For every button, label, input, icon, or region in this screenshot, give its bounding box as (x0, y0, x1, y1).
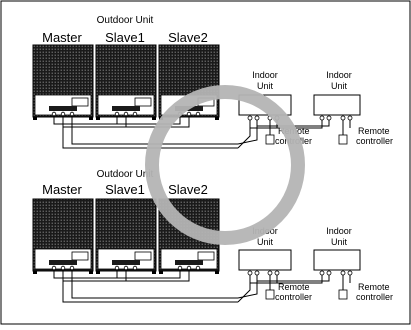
outdoor-unit-title: Outdoor Unit (97, 15, 154, 26)
indoor-label-line1: Indoor (326, 226, 352, 236)
remote-label-line2: controller (356, 136, 393, 146)
indoor-label-line2: Unit (331, 237, 348, 247)
overlay-ring (145, 85, 305, 245)
indoor-label-line2: Unit (257, 237, 274, 247)
remote-label-line1: Remote (358, 126, 390, 136)
outdoor-unit-master (32, 44, 94, 120)
indoor-unit-b: Indoor Unit Remote controller (312, 70, 393, 146)
indoor-label-line2: Unit (257, 81, 274, 91)
indoor-unit-b: Indoor Unit Remote controller (312, 226, 393, 302)
unit-label-slave1: Slave1 (105, 30, 145, 45)
outdoor-unit-slave1 (95, 198, 157, 274)
indoor-label-line1: Indoor (326, 70, 352, 80)
outdoor-unit-master (32, 198, 94, 274)
outdoor-wiring (53, 270, 238, 303)
unit-label-slave2: Slave2 (168, 182, 208, 197)
outdoor-unit-slave1 (95, 44, 157, 120)
unit-label-master: Master (42, 182, 82, 197)
unit-label-slave2: Slave2 (168, 30, 208, 45)
indoor-label-line1: Indoor (252, 70, 278, 80)
remote-label-line2: controller (356, 292, 393, 302)
unit-label-slave1: Slave1 (105, 182, 145, 197)
remote-label-line2: controller (275, 292, 312, 302)
remote-label-line1: Remote (358, 282, 390, 292)
outdoor-wiring (53, 116, 238, 149)
unit-label-master: Master (42, 30, 82, 45)
remote-label-line1: Remote (278, 282, 310, 292)
system-1: Outdoor Unit Master Slave1 Slave2 (32, 15, 393, 149)
indoor-label-line2: Unit (331, 81, 348, 91)
outdoor-unit-title: Outdoor Unit (97, 169, 154, 180)
